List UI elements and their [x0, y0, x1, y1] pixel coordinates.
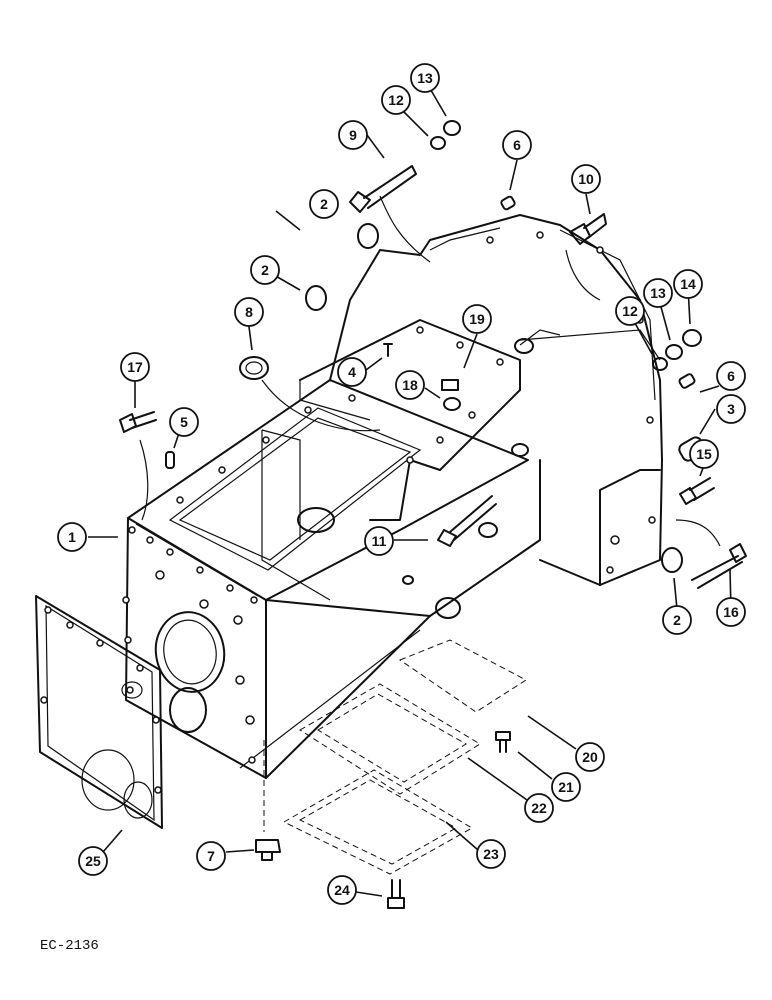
drawing-code-label: EC-2136 — [40, 938, 99, 954]
svg-text:5: 5 — [180, 414, 188, 430]
callout-21: 21 — [551, 772, 581, 802]
callout-6: 6 — [502, 130, 532, 160]
svg-text:17: 17 — [127, 359, 143, 375]
callout-16: 16 — [716, 597, 746, 627]
callout-bubbles: 1 2 2 2 3 4 5 6 6 7 8 9 10 11 12 12 13 1… — [57, 63, 746, 905]
callout-10: 10 — [571, 164, 601, 194]
svg-text:13: 13 — [650, 285, 666, 301]
callout-23: 23 — [476, 839, 506, 869]
svg-text:12: 12 — [388, 92, 404, 108]
callout-9: 9 — [338, 120, 368, 150]
svg-text:3: 3 — [727, 401, 735, 417]
callout-15: 15 — [689, 439, 719, 469]
svg-text:11: 11 — [372, 533, 387, 549]
callout-24: 24 — [327, 875, 357, 905]
callout-5: 5 — [169, 407, 199, 437]
callout-25: 25 — [78, 846, 108, 876]
callout-4: 4 — [337, 357, 367, 387]
svg-text:25: 25 — [85, 853, 101, 869]
callout-12: 12 — [615, 296, 645, 326]
bottom-cover-plates — [263, 639, 527, 875]
svg-text:20: 20 — [582, 749, 598, 765]
callout-7: 7 — [196, 841, 226, 871]
hardware-parts — [119, 120, 747, 909]
callout-14: 14 — [673, 269, 703, 299]
svg-text:4: 4 — [348, 364, 356, 380]
svg-text:8: 8 — [245, 304, 253, 320]
svg-text:7: 7 — [207, 848, 215, 864]
leader-lines — [88, 79, 732, 897]
transmission-housing — [122, 214, 663, 779]
callout-19: 19 — [462, 304, 492, 334]
svg-text:22: 22 — [531, 800, 547, 816]
svg-text:14: 14 — [680, 276, 696, 292]
svg-text:9: 9 — [349, 127, 357, 143]
callout-2: 2 — [250, 255, 280, 285]
callout-13: 13 — [643, 278, 673, 308]
svg-text:24: 24 — [334, 882, 350, 898]
svg-text:18: 18 — [402, 377, 418, 393]
svg-text:2: 2 — [261, 262, 269, 278]
svg-text:6: 6 — [513, 137, 521, 153]
svg-text:19: 19 — [469, 311, 485, 327]
callout-11: 11 — [364, 526, 394, 556]
svg-text:2: 2 — [673, 612, 681, 628]
svg-text:12: 12 — [622, 303, 638, 319]
svg-text:23: 23 — [483, 846, 499, 862]
svg-text:13: 13 — [417, 70, 433, 86]
svg-text:10: 10 — [578, 171, 594, 187]
svg-text:2: 2 — [320, 196, 328, 212]
callout-17: 17 — [120, 352, 150, 382]
svg-text:6: 6 — [727, 368, 735, 384]
callout-2: 2 — [662, 605, 692, 635]
callout-2: 2 — [309, 189, 339, 219]
svg-text:15: 15 — [696, 446, 712, 462]
callout-8: 8 — [234, 297, 264, 327]
svg-text:16: 16 — [723, 604, 739, 620]
front-gasket — [35, 595, 163, 829]
callout-22: 22 — [524, 793, 554, 823]
callout-20: 20 — [575, 742, 605, 772]
svg-text:1: 1 — [68, 529, 76, 545]
svg-text:21: 21 — [558, 779, 574, 795]
callout-3: 3 — [716, 394, 746, 424]
callout-13: 13 — [410, 63, 440, 93]
callout-6: 6 — [716, 361, 746, 391]
callout-12: 12 — [381, 85, 411, 115]
callout-18: 18 — [395, 370, 425, 400]
callout-1: 1 — [57, 522, 87, 552]
